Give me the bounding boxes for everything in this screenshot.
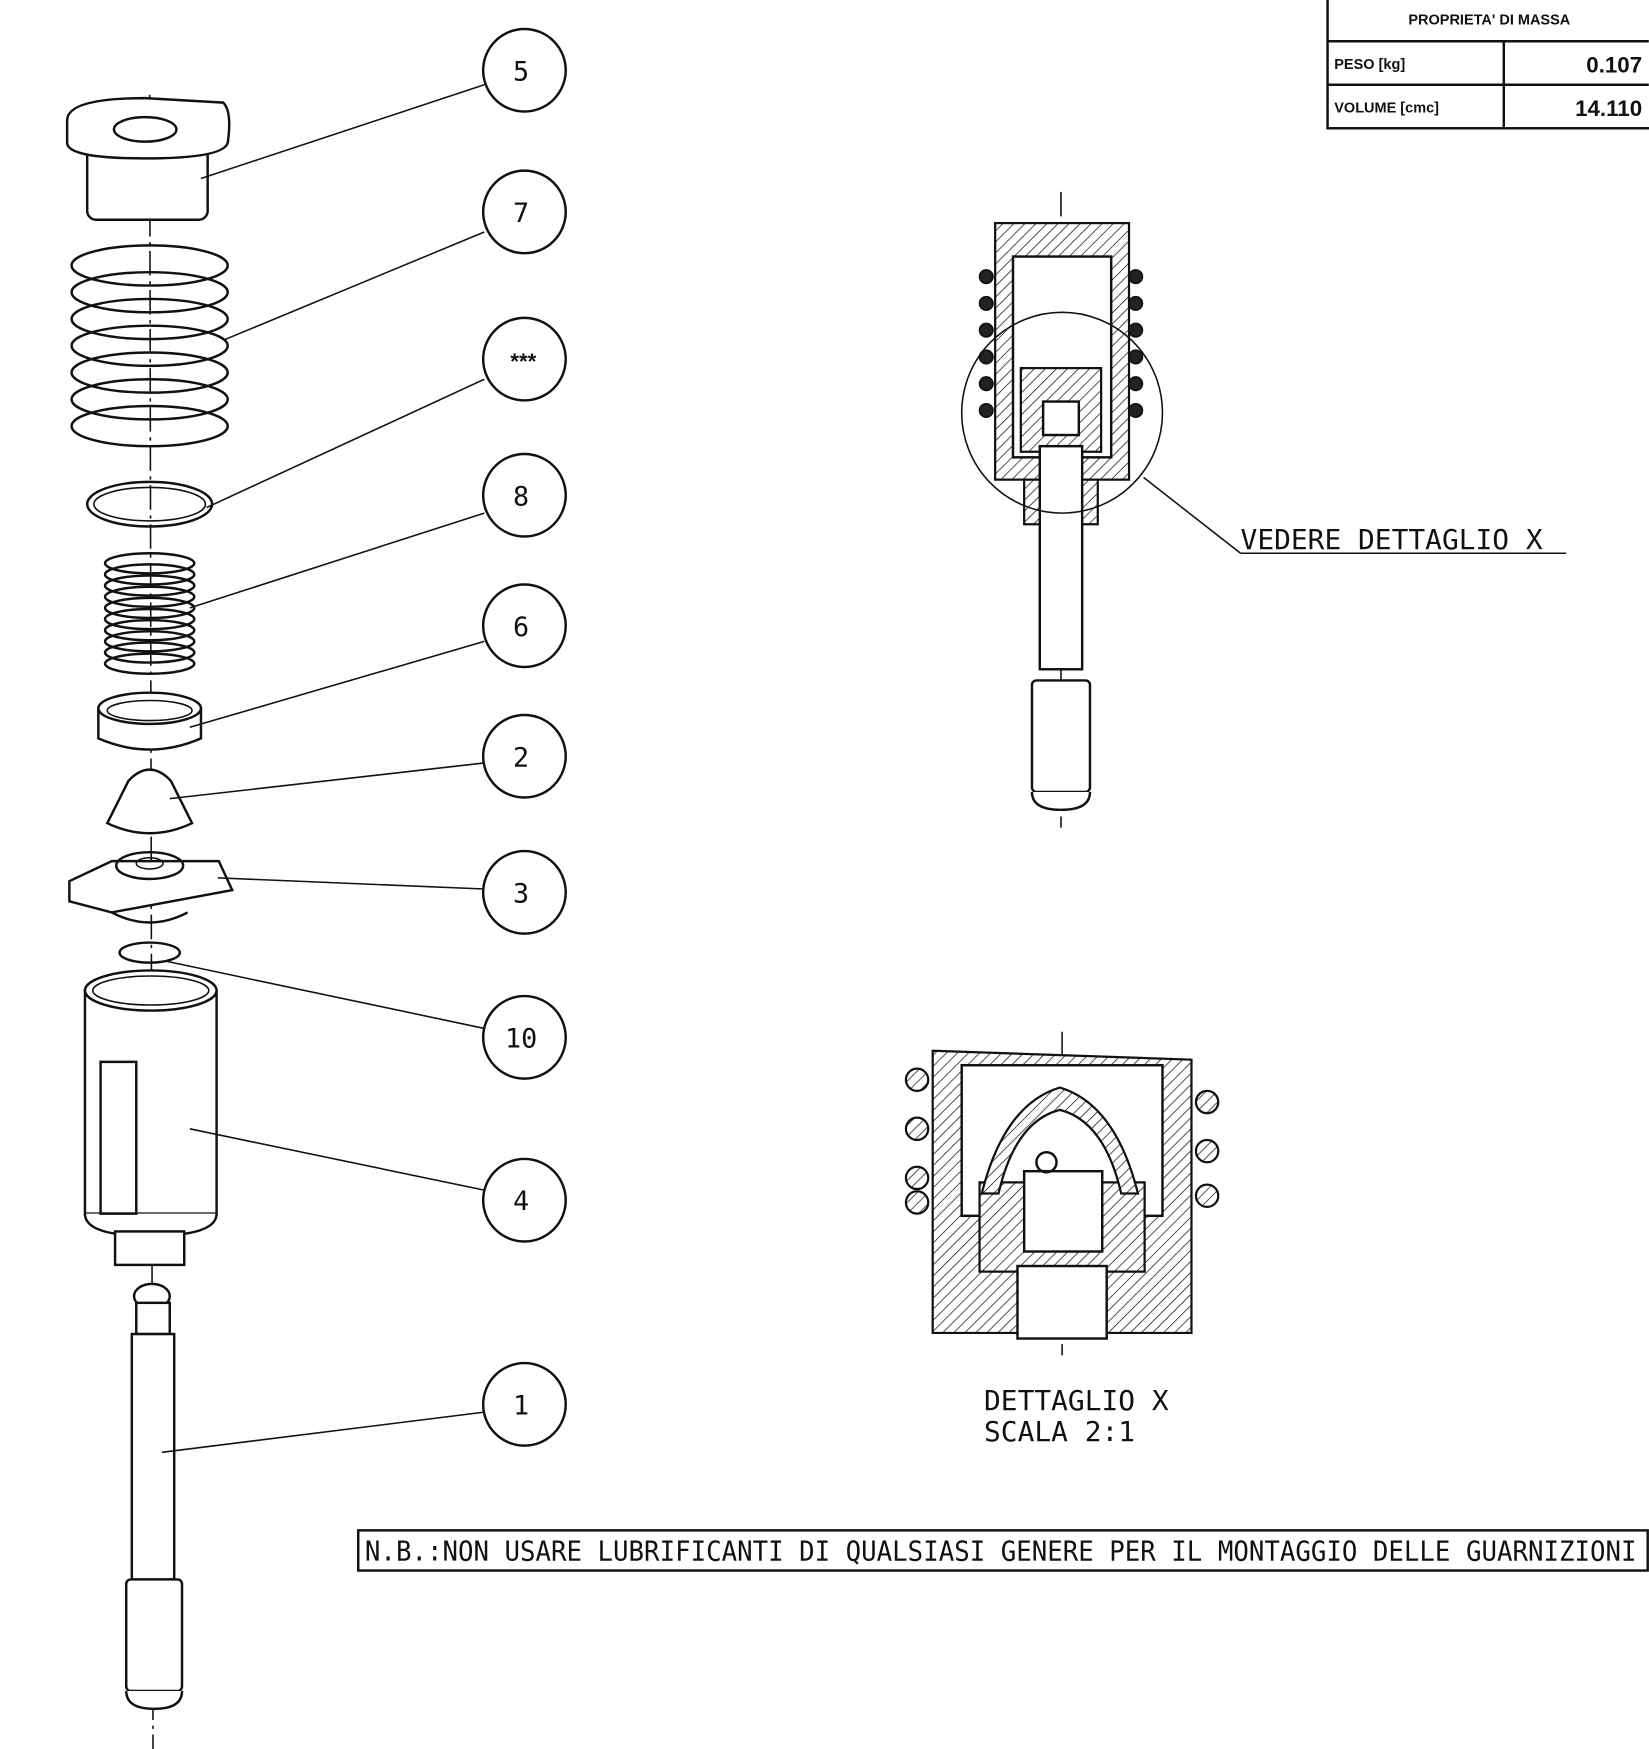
balloons: 5 7 *** 8 6 2 3 10 4 1 xyxy=(481,27,567,1447)
part-1-stem xyxy=(125,1282,184,1711)
svg-text:7: 7 xyxy=(513,198,529,229)
mass-properties-table: PROPRIETA' DI MASSA PESO [kg] 0.107 VOLU… xyxy=(1326,0,1649,130)
spring-coils-detail xyxy=(904,1067,1220,1215)
svg-text:6: 6 xyxy=(513,612,529,643)
balloon-8: 8 xyxy=(481,452,567,538)
svg-text:8: 8 xyxy=(513,481,529,512)
part-4-body xyxy=(83,969,218,1267)
part-5-cap xyxy=(65,96,231,221)
detail-callout-label: VEDERE DETTAGLIO X xyxy=(1241,523,1543,556)
svg-text:***: *** xyxy=(510,349,536,374)
svg-text:4: 4 xyxy=(513,1186,529,1217)
o-ring-part xyxy=(85,480,214,528)
exploded-view xyxy=(65,94,234,1749)
svg-text:3: 3 xyxy=(513,878,529,909)
section-view: VEDERE DETTAGLIO X xyxy=(960,191,1567,828)
assembly-note-text: N.B.:NON USARE LUBRIFICANTI DI QUALSIASI… xyxy=(365,1534,1637,1567)
leader-lines xyxy=(161,84,485,1454)
detail-title: DETTAGLIO X xyxy=(984,1384,1169,1417)
detail-scale: SCALA 2:1 xyxy=(984,1415,1135,1448)
balloon-4: 4 xyxy=(481,1157,567,1243)
part-7-spring xyxy=(70,244,229,448)
spring-coils-section xyxy=(978,269,1144,419)
part-8-spring xyxy=(103,552,196,675)
assembly-note: N.B.:NON USARE LUBRIFICANTI DI QUALSIASI… xyxy=(357,1529,1649,1572)
balloon-10: 10 xyxy=(481,994,567,1080)
weight-value: 0.107 xyxy=(1586,53,1642,78)
weight-label: PESO [kg] xyxy=(1334,57,1405,73)
svg-text:10: 10 xyxy=(505,1023,537,1054)
svg-text:2: 2 xyxy=(513,742,529,773)
mass-table-title: PROPRIETA' DI MASSA xyxy=(1408,13,1570,29)
balloon-7: 7 xyxy=(481,169,567,255)
balloon-5: 5 xyxy=(481,27,567,113)
balloon-2: 2 xyxy=(481,713,567,799)
svg-text:1: 1 xyxy=(513,1390,529,1421)
detail-circle xyxy=(960,311,1164,514)
balloon-3: 3 xyxy=(481,849,567,935)
part-2-cone xyxy=(105,768,194,835)
detail-view: DETTAGLIO X SCALA 2:1 xyxy=(904,1031,1220,1448)
part-3-seat xyxy=(68,859,234,914)
part-10-ring xyxy=(118,941,182,964)
balloon-1: 1 xyxy=(481,1361,567,1447)
balloon-6: 6 xyxy=(481,583,567,669)
balloon-stars: *** xyxy=(481,316,567,402)
volume-label: VOLUME [cmc] xyxy=(1334,101,1439,117)
svg-text:5: 5 xyxy=(513,56,529,87)
volume-value: 14.110 xyxy=(1575,96,1642,121)
